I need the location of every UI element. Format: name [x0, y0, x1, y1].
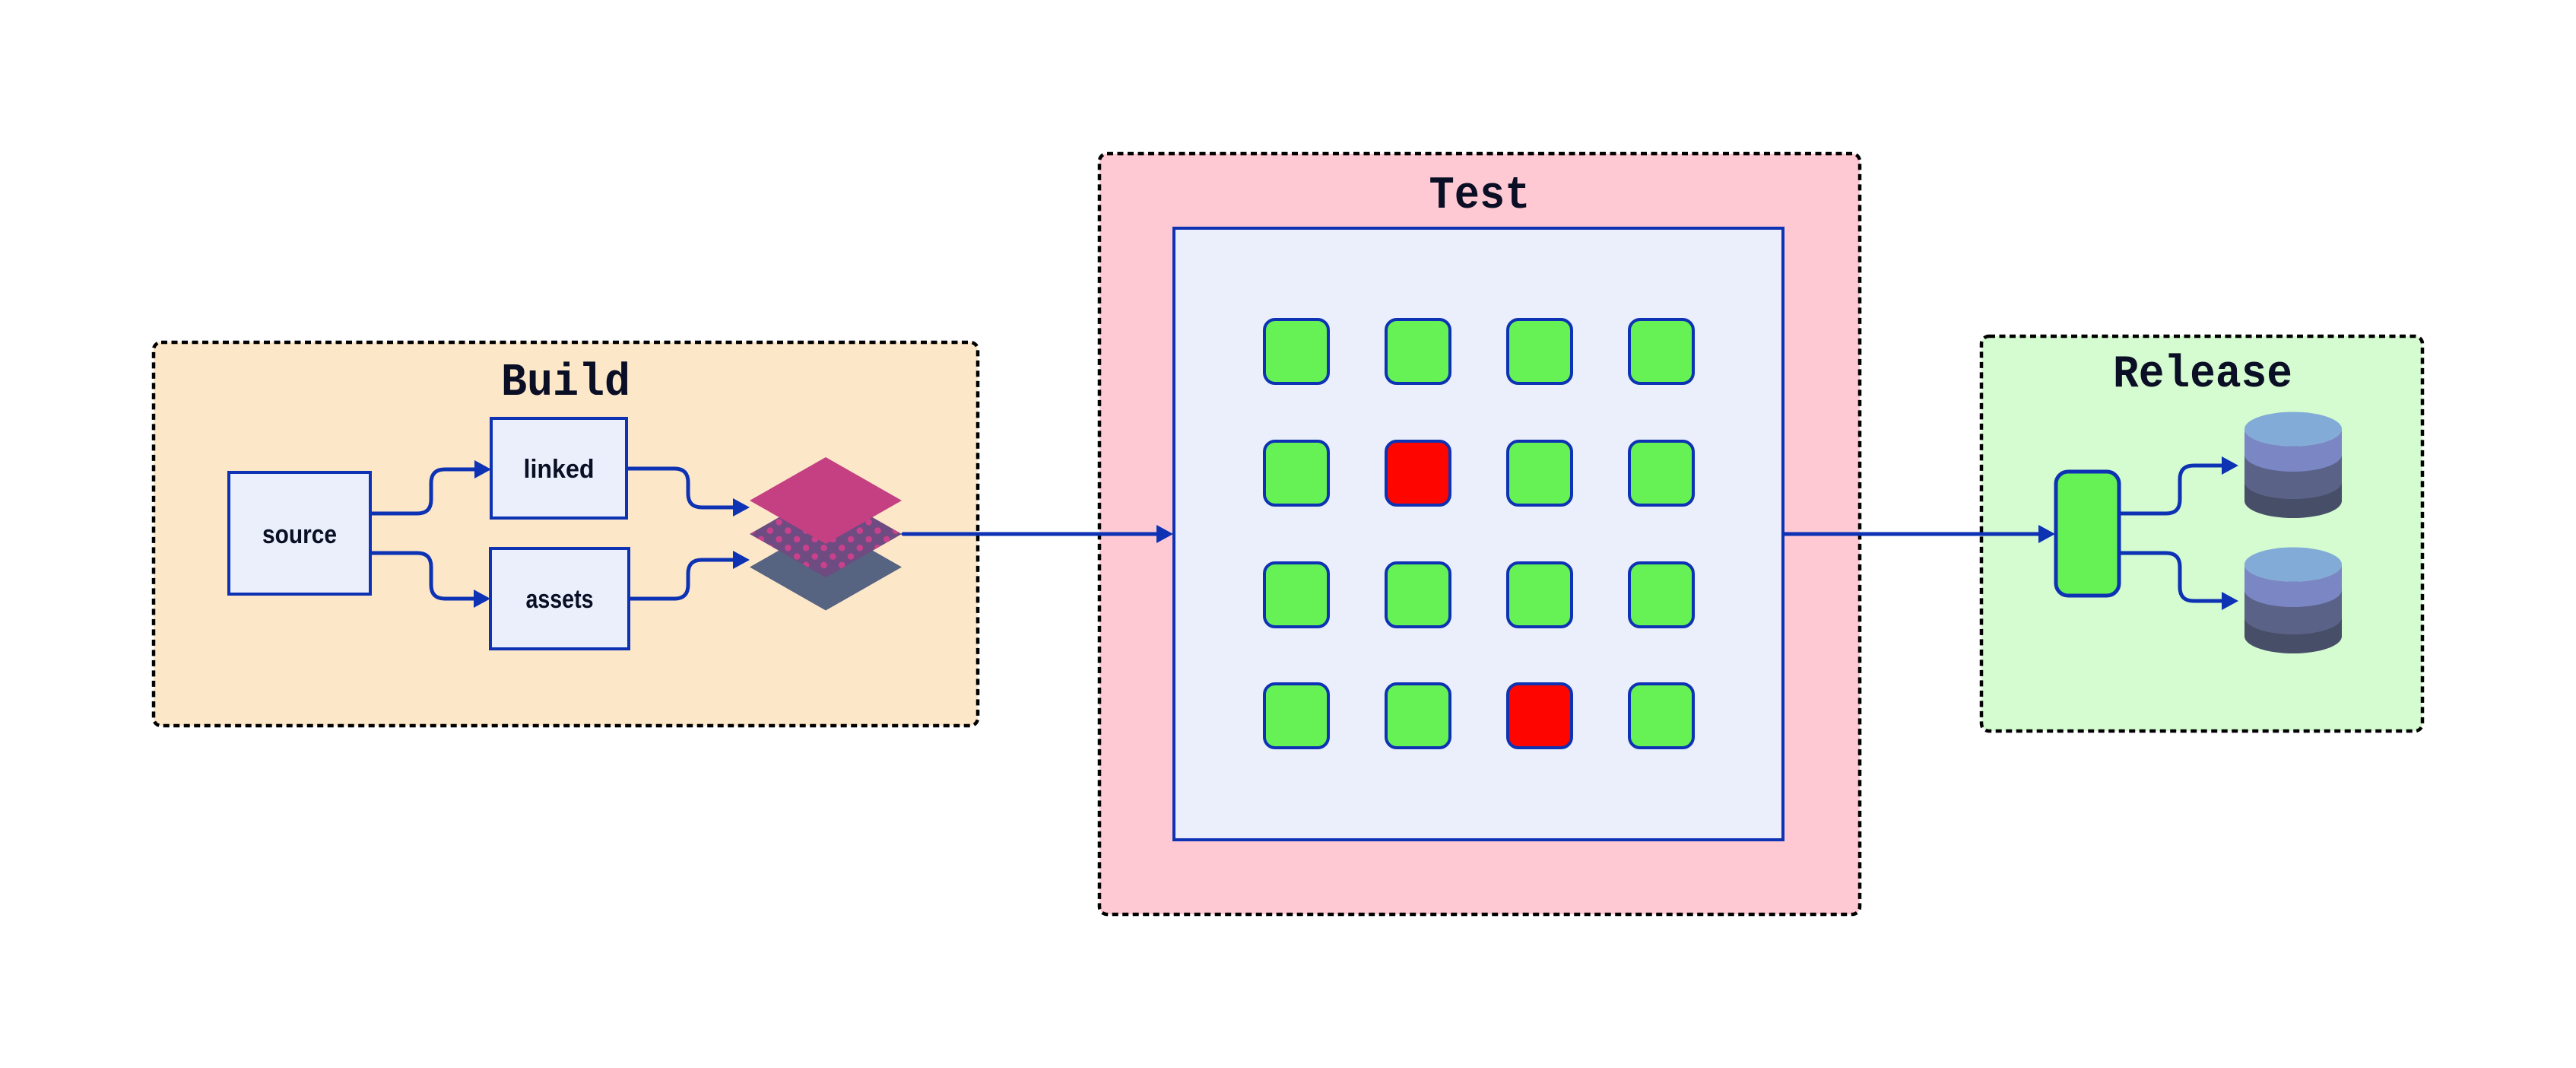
svg-text:linked: linked	[524, 455, 595, 484]
svg-text:Test: Test	[1429, 170, 1531, 222]
svg-text:source: source	[262, 520, 337, 549]
svg-text:assets: assets	[526, 585, 594, 614]
svg-text:Release: Release	[2113, 349, 2292, 401]
svg-text:Build: Build	[501, 358, 630, 409]
